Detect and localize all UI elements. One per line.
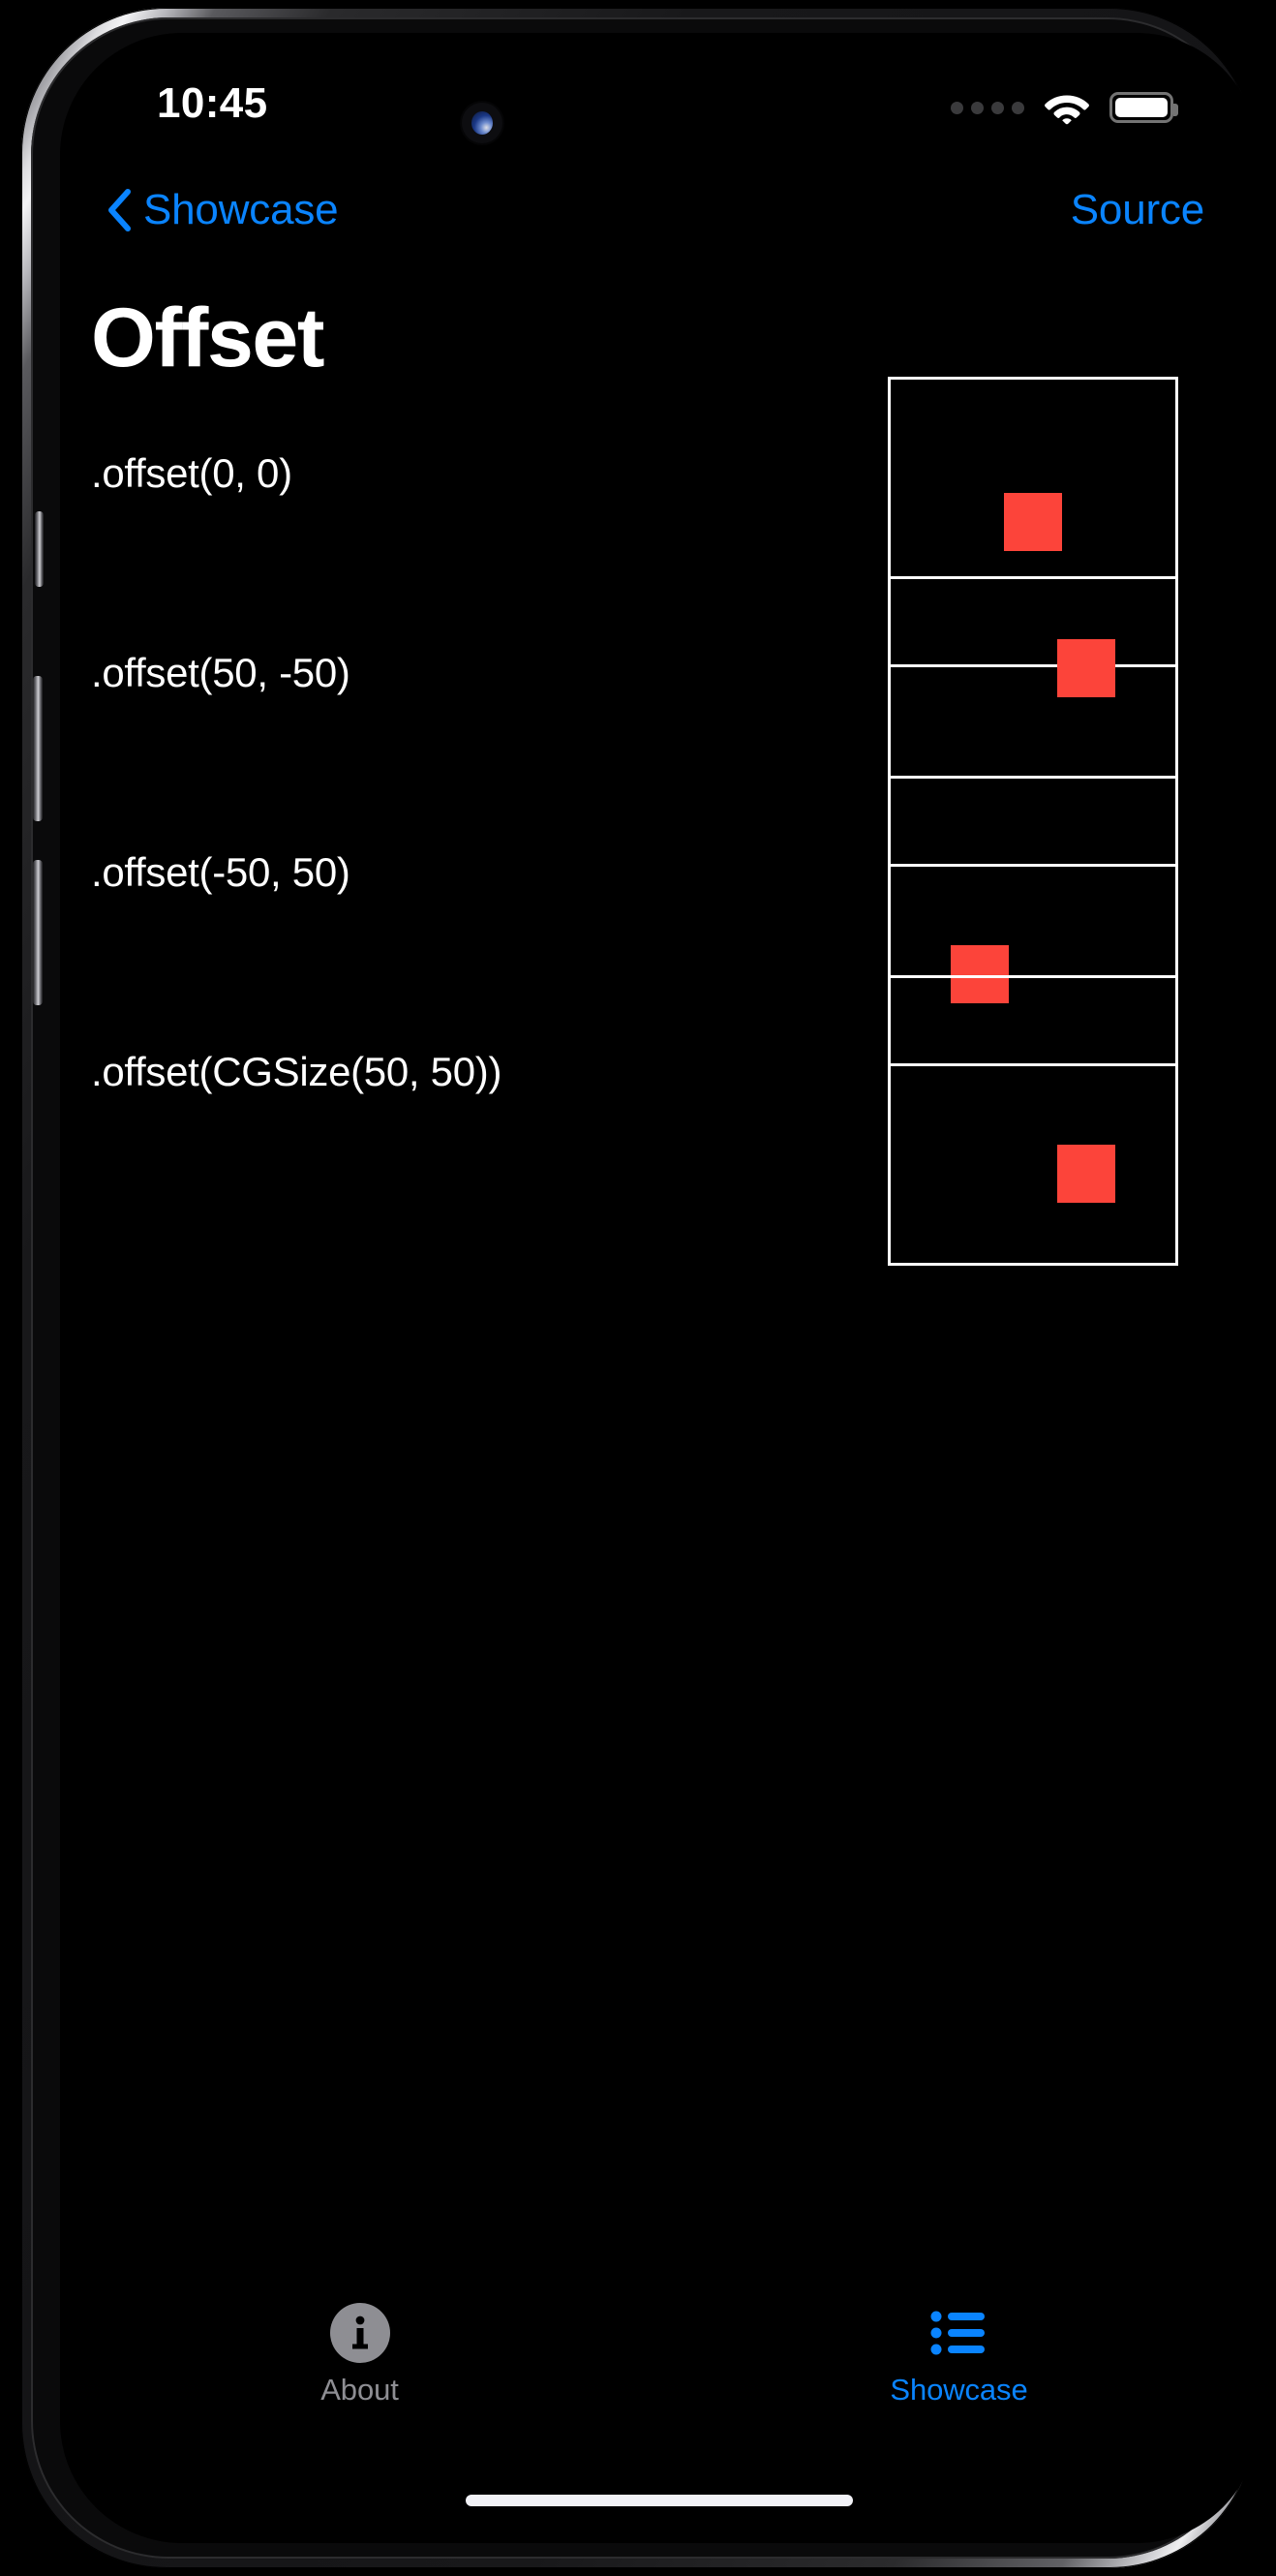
- silent-switch-button[interactable]: [35, 511, 44, 587]
- navigation-bar: Showcase Source: [60, 178, 1259, 271]
- offset-example-row: .offset(50, -50): [60, 573, 1259, 867]
- offset-example-row: .offset(-50, 50): [60, 773, 1259, 1066]
- offset-example-label: .offset(0, 0): [91, 449, 292, 496]
- page-title: Offset: [91, 291, 324, 384]
- info-letter-glyph: [351, 2315, 368, 2349]
- tab-showcase-label: Showcase: [890, 2373, 1028, 2407]
- chevron-left-icon: [108, 189, 131, 231]
- offset-example-label: .offset(-50, 50): [91, 848, 350, 895]
- volume-down-button[interactable]: [33, 860, 43, 1005]
- home-indicator[interactable]: [466, 2495, 853, 2506]
- wifi-icon: [1045, 95, 1089, 125]
- offset-demo-box: [888, 776, 1178, 1066]
- status-bar: 10:45: [60, 33, 1259, 178]
- back-button-label: Showcase: [143, 186, 339, 233]
- offset-marker-square: [951, 945, 1009, 1003]
- phone-screen: 10:45: [60, 33, 1259, 2543]
- tab-about-label: About: [320, 2373, 399, 2407]
- status-bar-time: 10:45: [157, 79, 268, 127]
- battery-full-icon: [1109, 92, 1178, 123]
- list-bullet-icon: [927, 2301, 991, 2365]
- offset-demo-box: [888, 377, 1178, 667]
- front-camera-icon: [462, 103, 502, 143]
- info-circle-icon: [328, 2301, 392, 2365]
- offset-marker-square: [1057, 1145, 1115, 1203]
- offset-example-row: .offset(CGSize(50, 50)): [60, 972, 1259, 1266]
- cellular-dots-icon: [951, 101, 1024, 114]
- offset-marker-square: [1004, 493, 1062, 551]
- offset-example-label: .offset(CGSize(50, 50)): [91, 1048, 502, 1094]
- offset-example-row: .offset(0, 0): [60, 374, 1259, 667]
- list-bullet-glyph: [930, 2311, 985, 2355]
- device-frame: 10:45: [21, 8, 1259, 2568]
- offset-demo-box: [888, 975, 1178, 1266]
- tab-bar: About Showcase: [60, 2289, 1259, 2435]
- offset-examples-list: .offset(0, 0) .offset(50, -50) .offset(-…: [60, 374, 1259, 2262]
- offset-example-label: .offset(50, -50): [91, 649, 350, 695]
- dynamic-island: [500, 46, 819, 107]
- offset-marker-square: [1057, 639, 1115, 697]
- tab-about[interactable]: About: [60, 2289, 659, 2435]
- volume-up-button[interactable]: [33, 676, 43, 821]
- back-button[interactable]: Showcase: [106, 186, 339, 234]
- tab-showcase[interactable]: Showcase: [659, 2289, 1259, 2435]
- source-button[interactable]: Source: [1070, 186, 1204, 233]
- status-bar-indicators: [951, 89, 1178, 126]
- offset-demo-box: [888, 576, 1178, 867]
